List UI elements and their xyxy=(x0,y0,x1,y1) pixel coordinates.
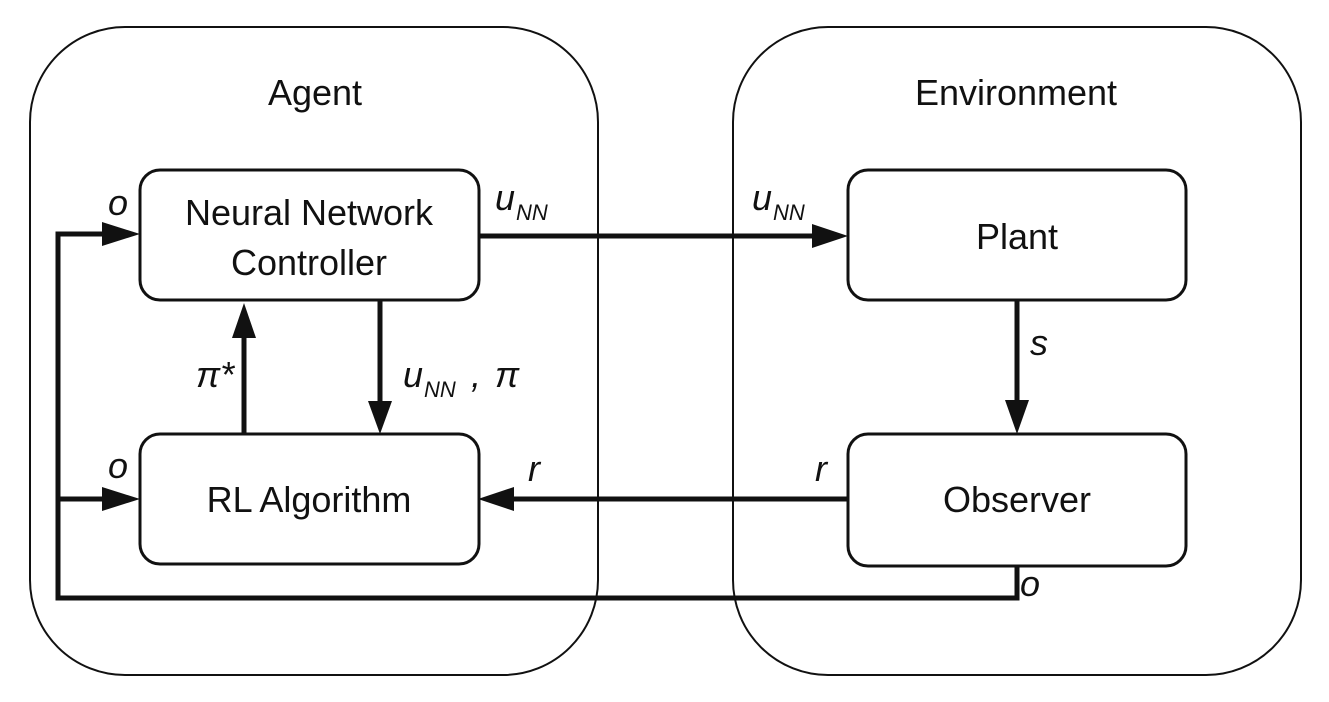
pi-symbol: π xyxy=(495,354,520,395)
rl-algorithm-label: RL Algorithm xyxy=(207,479,412,520)
environment-group xyxy=(732,26,1302,676)
u-symbol: u xyxy=(403,354,423,395)
r-arrowhead xyxy=(478,487,514,511)
o-label-controller: o xyxy=(108,182,128,223)
o-feedback-wire xyxy=(55,231,1020,601)
o-label-rl: o xyxy=(108,445,128,486)
pi-star-arrowhead xyxy=(232,303,256,338)
u-pi-arrowhead xyxy=(368,401,392,434)
r-label-observer: r xyxy=(815,448,829,489)
observer-label: Observer xyxy=(943,479,1091,520)
u-nn-label-controller: u NN xyxy=(495,177,548,225)
o-controller-arrowhead xyxy=(102,222,140,246)
rl-algorithm-box xyxy=(138,432,481,566)
u-nn-label-plant: u NN xyxy=(752,177,805,225)
controller-label-line1: Neural Network xyxy=(185,192,434,233)
plant-label: Plant xyxy=(976,216,1058,257)
s-arrowhead xyxy=(1005,400,1029,434)
nn-subscript: NN xyxy=(516,200,548,225)
observer-box xyxy=(846,432,1188,568)
controller-label-line2: Controller xyxy=(231,242,387,283)
u-nn-arrowhead xyxy=(812,224,848,248)
nn-subscript: NN xyxy=(424,377,456,402)
agent-group xyxy=(29,26,599,676)
u-symbol: u xyxy=(752,177,772,218)
plant-box xyxy=(846,168,1188,302)
comma: , xyxy=(471,354,481,395)
agent-title: Agent xyxy=(268,72,362,113)
o-rl-arrowhead xyxy=(102,487,140,511)
neural-network-controller-box xyxy=(138,168,481,302)
s-label: s xyxy=(1030,322,1048,363)
u-nn-pi-label: u NN , π xyxy=(403,354,520,402)
r-label-rl: r xyxy=(528,448,542,489)
pi-star-label: π* xyxy=(196,354,235,395)
environment-title: Environment xyxy=(915,72,1117,113)
u-symbol: u xyxy=(495,177,515,218)
nn-subscript: NN xyxy=(773,200,805,225)
o-label-observer: o xyxy=(1020,563,1040,604)
